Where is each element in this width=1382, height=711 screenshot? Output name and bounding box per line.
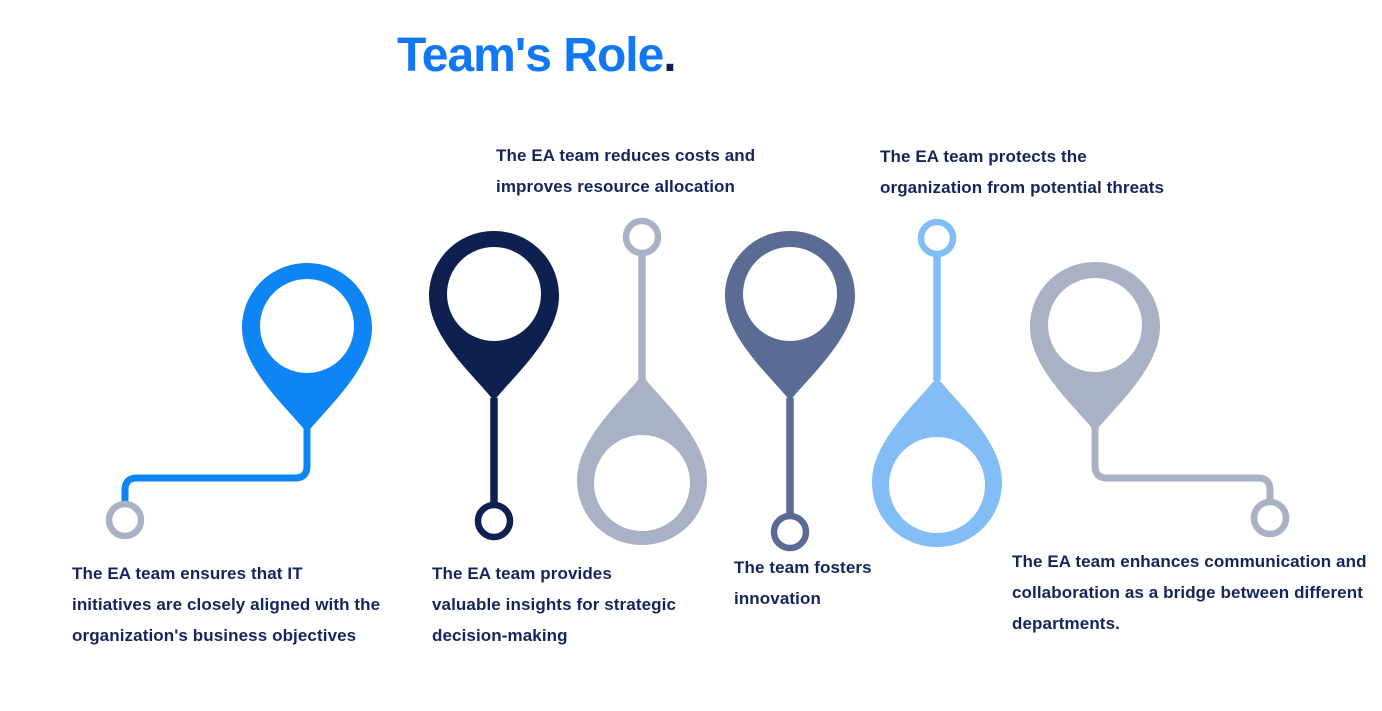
pin-innovation (725, 231, 855, 552)
endpoint-circle (917, 218, 957, 258)
page-title-period: . (663, 29, 676, 82)
connector-line (1091, 424, 1274, 504)
page-title: Team's Role. (397, 28, 677, 83)
pin-label-strategic-insights: The EA team provides valuable insights f… (432, 564, 676, 645)
pin-inner-circle (594, 435, 690, 531)
pin-label-communication-bridge: The EA team enhances communication and c… (1012, 552, 1367, 633)
pin-label-cost-reduction: The EA team reduces costs and improves r… (496, 146, 756, 196)
pin-label-threat-protection: The EA team protects the organization fr… (880, 147, 1165, 197)
endpoint-circle (770, 512, 810, 552)
endpoint-circle (474, 501, 514, 541)
page-title-text: Team's Role (397, 29, 664, 82)
pin-inner-circle (1048, 278, 1142, 372)
endpoint-circle (105, 500, 145, 540)
pin-business-alignment (105, 263, 372, 540)
pin-inner-circle (447, 247, 541, 341)
pin-threat-protection (872, 218, 1002, 547)
connector-line (121, 424, 311, 506)
pin-strategic-insights (429, 231, 559, 541)
endpoint-circle (622, 217, 662, 257)
endpoint-circle (1250, 498, 1290, 538)
pin-inner-circle (743, 247, 837, 341)
pin-label-business-alignment: The EA team ensures that IT initiatives … (72, 564, 381, 645)
pin-inner-circle (260, 279, 354, 373)
pin-communication-bridge (1030, 262, 1290, 538)
pin-cost-reduction (577, 217, 707, 545)
pin-label-innovation: The team fosters innovation (734, 558, 872, 608)
pin-inner-circle (889, 437, 985, 533)
